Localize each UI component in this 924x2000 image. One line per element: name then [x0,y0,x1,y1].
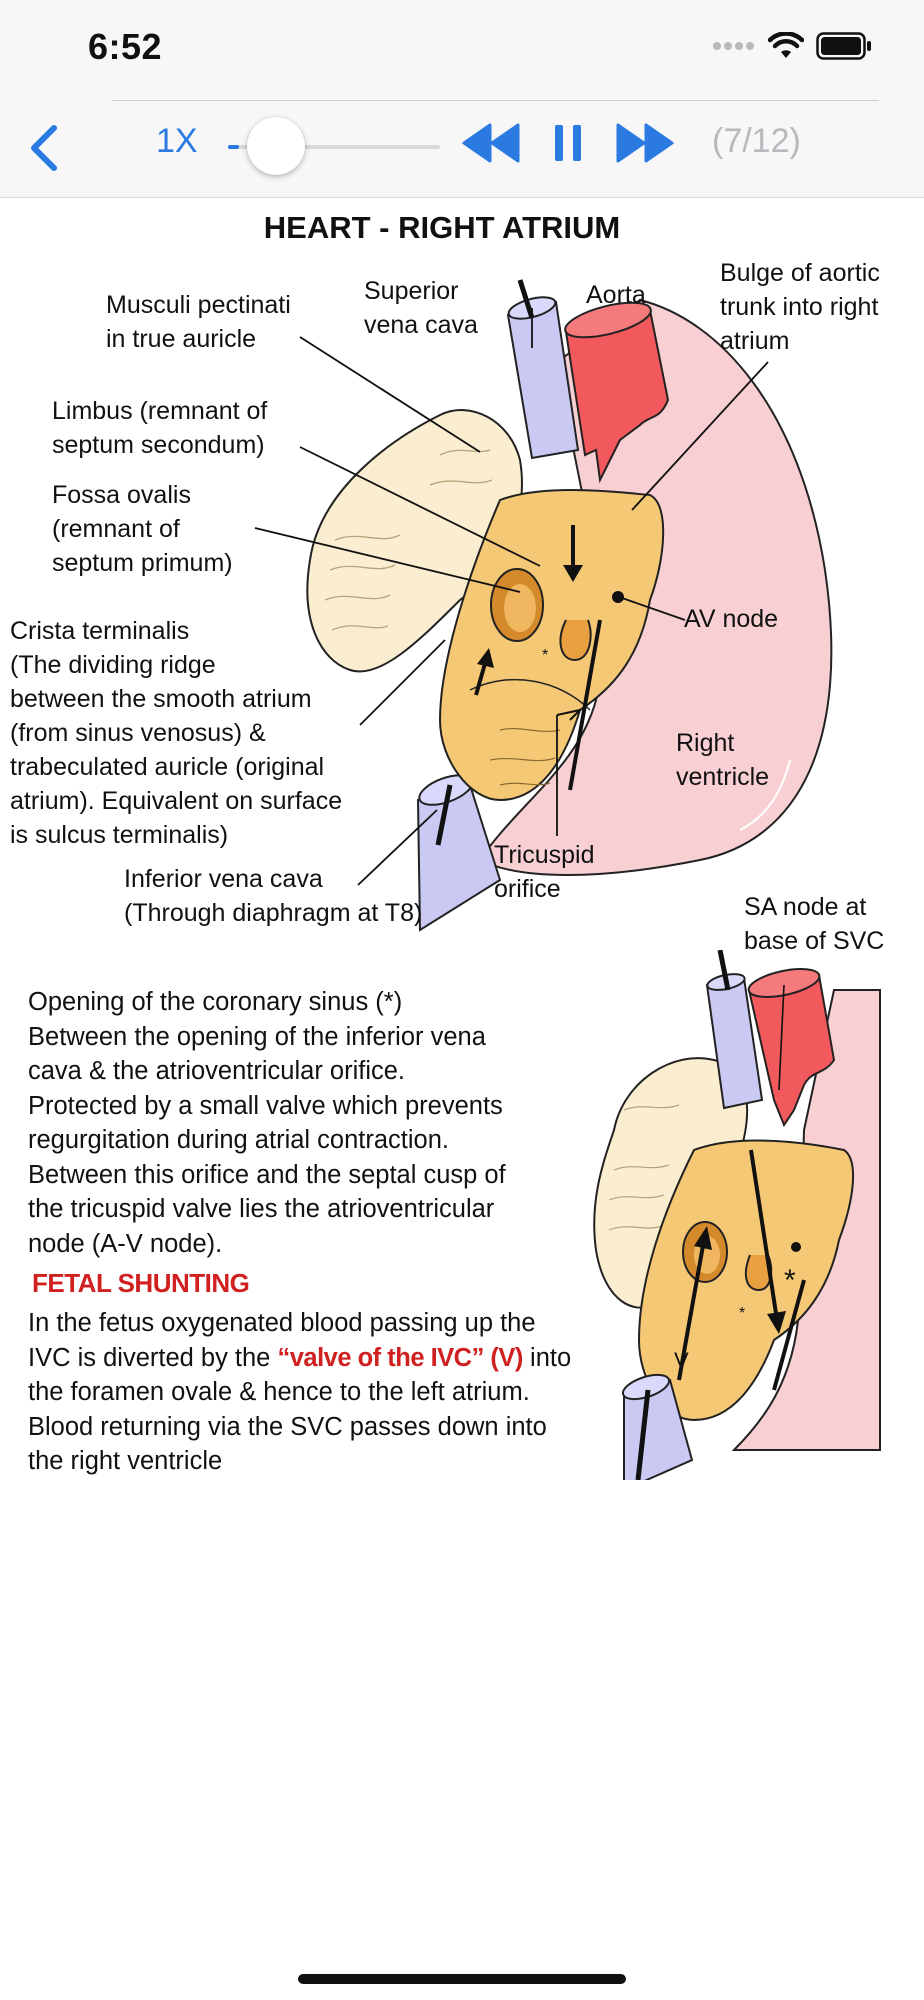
slider-thumb[interactable] [246,117,305,175]
home-indicator[interactable] [298,1974,626,1984]
label-crista-6: atrium). Equivalent on surface [10,787,343,815]
label-crista-4: (from sinus venosus) & [10,719,266,747]
label-bulge-1: Bulge of aortic [720,259,880,287]
label-aorta: Aorta [586,281,646,309]
slider-fill [228,145,239,149]
fetal-line-text: into [522,1343,572,1372]
label-limbus-1: Limbus (remnant of [52,397,268,425]
asterisk-label: * [542,647,548,664]
label-bulge-3: atrium [720,327,790,355]
rewind-button[interactable] [458,122,522,169]
label-ivc-1: Inferior vena cava [124,865,323,893]
fetal-line: the right ventricle [28,1447,223,1475]
fetal-line: Blood returning via the SVC passes down … [28,1412,547,1441]
fetal-shunting-heading: FETAL SHUNTING [32,1268,250,1298]
label-fossa-1: Fossa ovalis [52,481,191,509]
label-musculi-pectinati-1: Musculi pectinati [106,291,291,319]
label-fossa-3: septum primum) [52,549,233,577]
fast-forward-button[interactable] [614,122,678,169]
asterisk-large: * [784,1264,796,1297]
coronary-line: Between the opening of the inferior vena [28,1022,486,1051]
coronary-line: node (A-V node). [28,1229,223,1258]
aorta-shape [564,301,670,484]
fast-forward-icon [616,123,674,163]
top-bar: 6:52 1X [0,0,924,198]
leader-lines [254,308,769,886]
label-musculi-pectinati-2: in true auricle [106,325,257,353]
coronary-sinus-shape [559,619,592,662]
asterisk-small: * [739,1305,745,1322]
status-time: 6:52 [88,26,163,67]
label-sa-node-2: base of SVC [744,927,885,955]
label-crista-5: trabeculated auricle (original [10,753,325,781]
rewind-icon [462,123,520,163]
page-title: HEART - RIGHT ATRIUM [263,210,621,245]
divider [112,100,879,101]
fetal-line: In the fetus oxygenated blood passing up… [28,1309,536,1337]
wifi-icon [768,32,804,58]
label-crista-1: Crista terminalis [10,617,190,645]
slider-track [228,145,440,149]
signal-dots-icon [713,42,754,50]
label-ivc-2: (Through diaphragm at T8) [124,899,423,927]
label-crista-2: (The dividing ridge [10,651,216,679]
valve-of-ivc-highlight: “valve of the IVC” (V) [277,1343,523,1372]
fetal-line: IVC is diverted by the “valve of the IVC… [28,1341,571,1376]
fetal-line: the foramen ovale & hence to the left at… [28,1378,530,1406]
pause-button[interactable] [552,122,584,169]
atrium-shape [438,489,665,802]
status-icons [712,32,872,60]
right-atrium-diagram: * [254,279,833,932]
inferior-vena-cava-shape [416,774,502,932]
label-svc-2: vena cava [364,311,478,339]
coronary-line: regurgitation during atrial contraction. [28,1126,449,1154]
page-indicator: (7/12) [712,122,801,160]
coronary-line: Between this orifice and the septal cusp… [28,1160,506,1189]
coronary-line: the tricuspid valve lies the atrioventri… [28,1195,495,1223]
label-crista-3: between the smooth atrium [10,685,312,713]
label-bulge-2: trunk into right [720,293,879,321]
battery-icon [816,32,871,60]
label-tricuspid-2: orifice [494,875,561,903]
back-button[interactable] [24,120,64,176]
progress-slider[interactable] [228,117,440,177]
label-av-node: AV node [684,605,779,633]
label-limbus-2: septum secondum) [52,431,265,459]
fetal-line-text: IVC is diverted by the [28,1343,278,1372]
coronary-line: Protected by a small valve which prevent… [28,1091,503,1120]
label-fossa-2: (remnant of [52,515,180,543]
pause-icon [555,125,581,161]
label-svc-1: Superior [364,277,459,305]
auricle-shape [306,409,523,673]
fetal-shunting-diagram: * * V [593,950,881,1480]
label-tricuspid-1: Tricuspid [494,841,595,869]
label-right-ventricle-1: Right [676,729,735,757]
label-right-ventricle-2: ventricle [676,763,770,791]
chevron-left-icon [31,125,57,171]
playback-speed-button[interactable]: 1X [156,122,198,160]
coronary-line: cava & the atrioventricular orifice. [28,1057,405,1085]
label-crista-7: is sulcus terminalis) [10,821,229,849]
coronary-line: Opening of the coronary sinus (*) [28,988,403,1016]
label-sa-node-1: SA node at [744,893,867,921]
valve-v-label: V [674,1348,689,1373]
